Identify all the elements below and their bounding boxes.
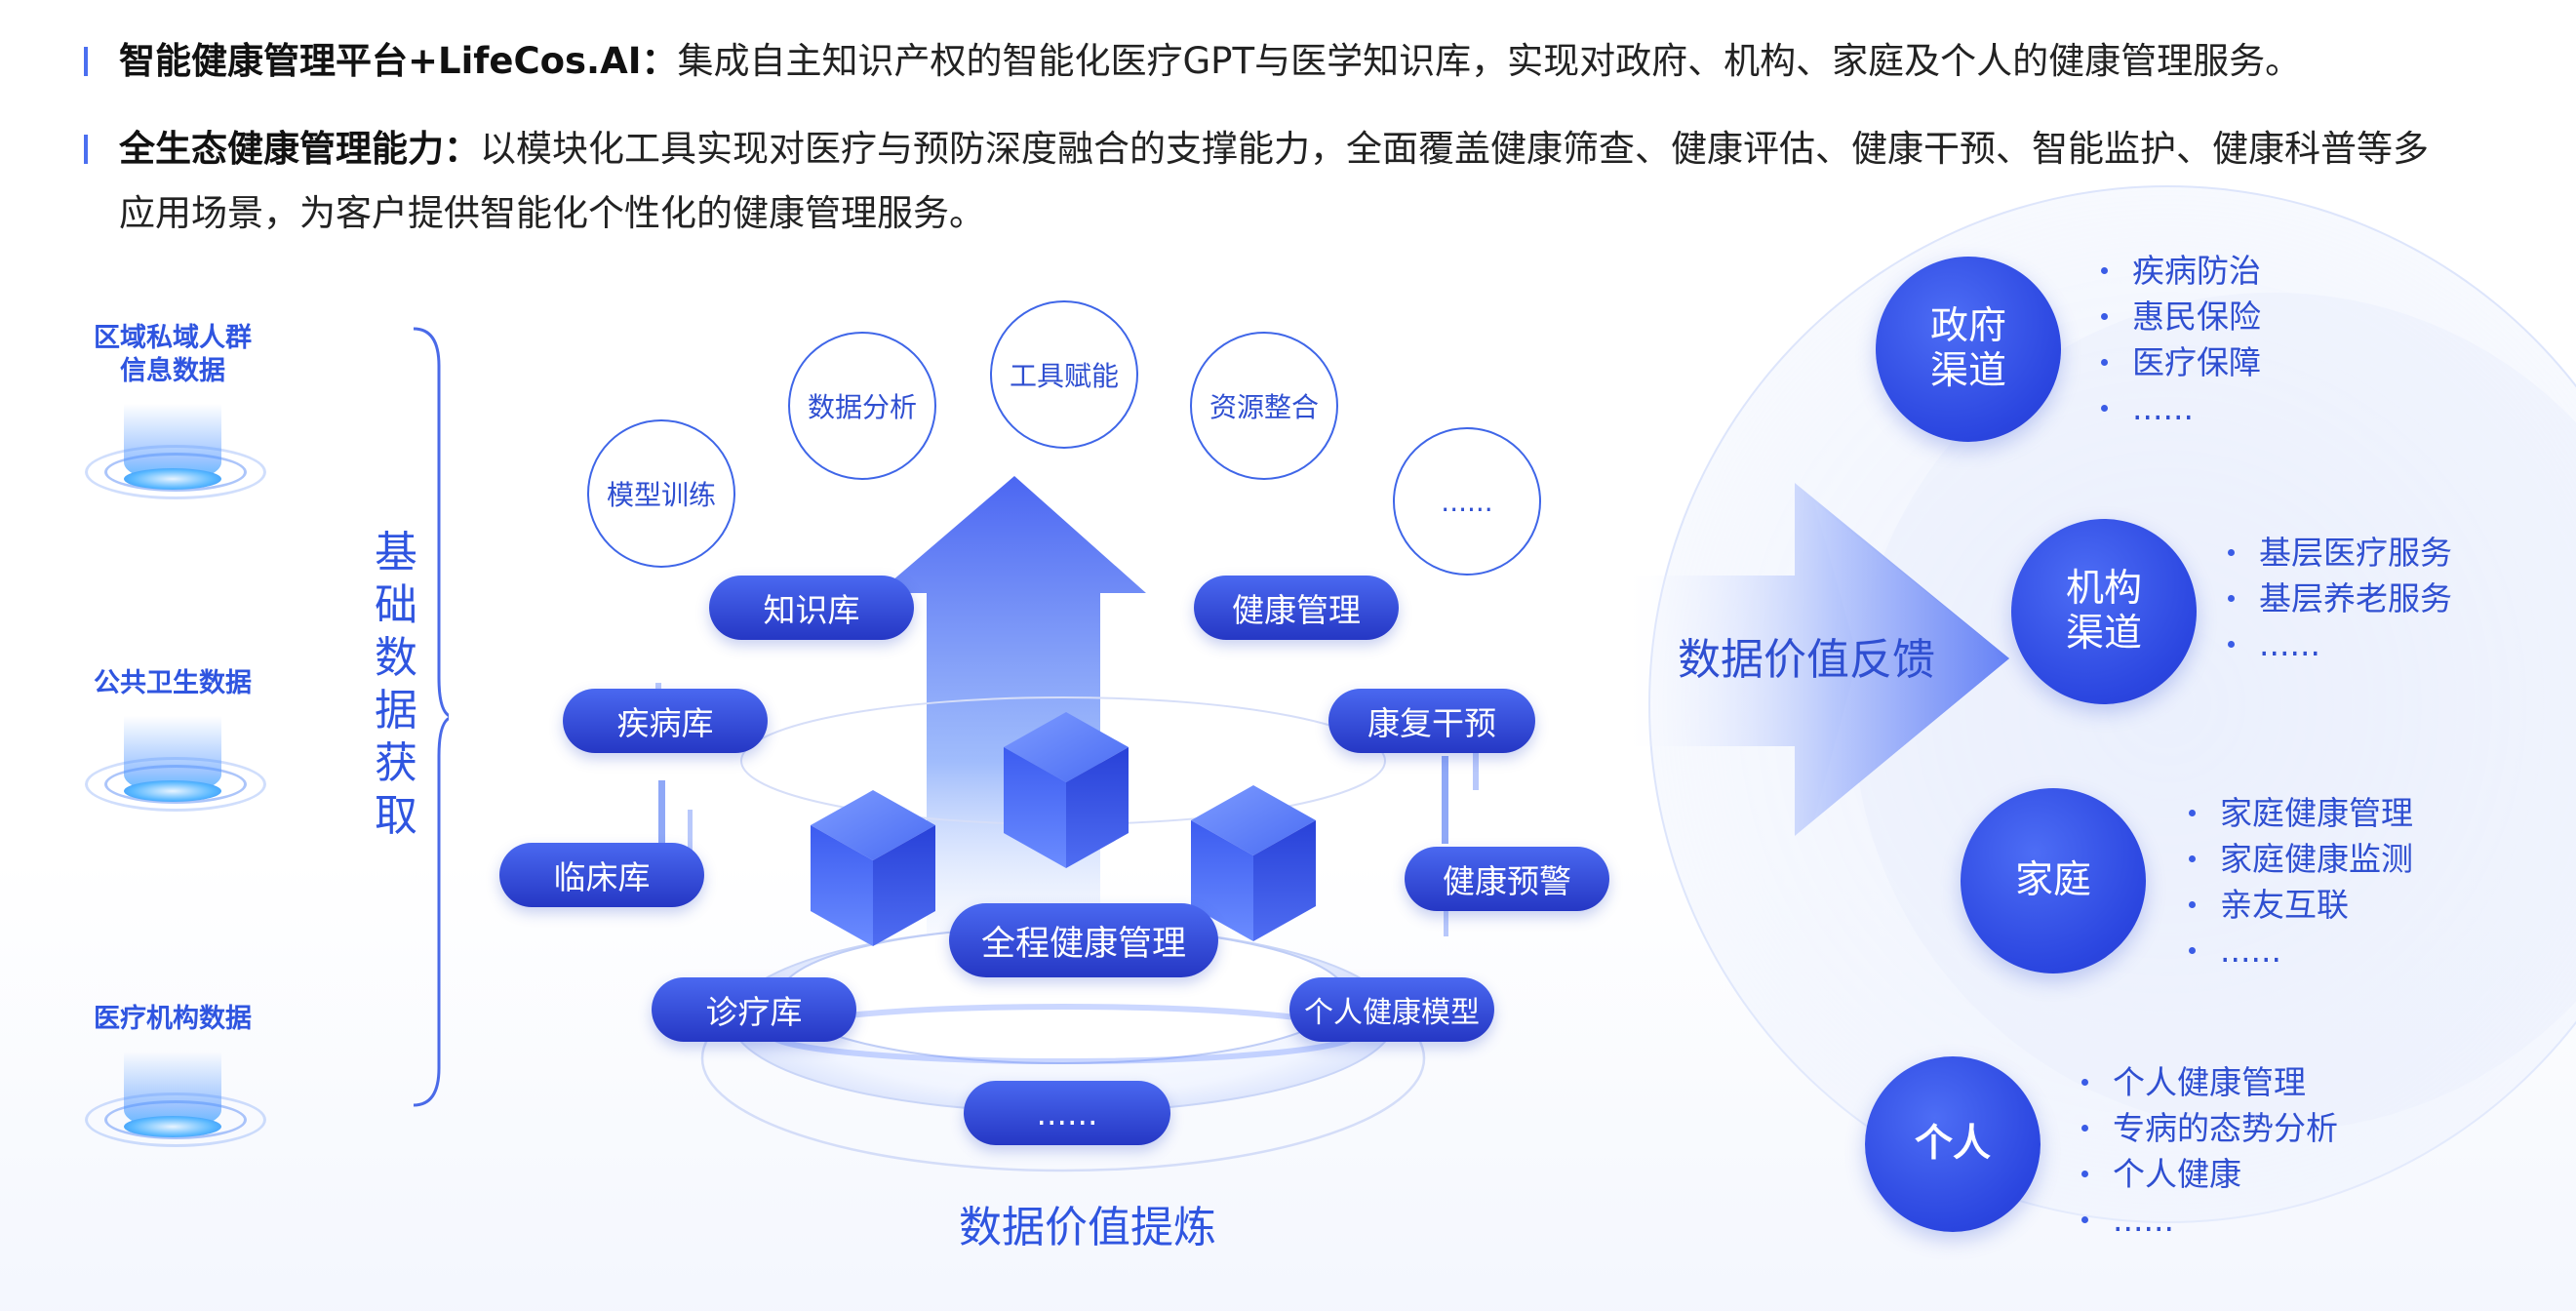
headline-1: 智能健康管理平台+LifeCos.AI：集成自主知识产权的智能化医疗GPT与医学… — [84, 29, 2538, 94]
pill-diagnosis-library: 诊疗库 — [652, 977, 856, 1042]
pedestal-icon — [85, 382, 266, 499]
source-label: 信息数据 — [120, 356, 225, 386]
source-regional-population: 区域私域人群 信息数据 — [60, 322, 285, 499]
channel-name: 政府 — [1929, 304, 2006, 348]
source-label: 公共卫生数据 — [94, 668, 252, 698]
pill-disease-library: 疾病库 — [563, 689, 768, 753]
source-label: 医疗机构数据 — [94, 1004, 252, 1034]
list-item: 惠民保险 — [2095, 294, 2261, 339]
list-item: 基层养老服务 — [2222, 576, 2452, 621]
channel-individual-list: 个人健康管理 专病的态势分析 个人健康 ...... — [2076, 1059, 2338, 1243]
list-item: ...... — [2095, 385, 2261, 431]
curly-brace — [413, 327, 449, 1107]
list-item: 家庭健康监测 — [2183, 836, 2413, 882]
headline-2: 全生态健康管理能力：以模块化工具实现对医疗与预防深度融合的支撑能力，全面覆盖健康… — [84, 117, 2538, 246]
list-item: 家庭健康管理 — [2183, 790, 2413, 836]
channel-government-list: 疾病防治 惠民保险 医疗保障 ...... — [2095, 248, 2261, 431]
platform-caption: 数据价值提炼 — [959, 1203, 1216, 1252]
list-item: ...... — [2076, 1197, 2338, 1243]
pedestal-icon — [85, 695, 266, 812]
channel-individual: 个人 — [1865, 1056, 2041, 1232]
feedback-arrow — [1619, 483, 2009, 836]
channel-name: 机构 — [2065, 567, 2142, 611]
list-item: 医疗保障 — [2095, 339, 2261, 385]
pill-rehab-intervention: 康复干预 — [1328, 689, 1535, 753]
capability-circle-resource-integration: 资源整合 — [1190, 332, 1338, 480]
headline-2-cont: 应用场景，为客户提供智能化个性化的健康管理服务。 — [119, 192, 985, 234]
source-medical-institution: 医疗机构数据 — [60, 1003, 285, 1147]
list-item: 亲友互联 — [2183, 882, 2413, 928]
pill-full-cycle-health: 全程健康管理 — [949, 903, 1218, 977]
list-item: ...... — [2222, 621, 2452, 667]
list-item: ...... — [2183, 928, 2413, 973]
channel-name: 家庭 — [2014, 858, 2091, 902]
list-item: 基层医疗服务 — [2222, 530, 2452, 576]
list-item: 个人健康 — [2076, 1151, 2338, 1197]
pill-clinical-library: 临床库 — [499, 843, 704, 907]
capability-circle-more: ...... — [1393, 427, 1541, 576]
pill-more: ...... — [964, 1081, 1170, 1145]
capability-circle-model-training: 模型训练 — [587, 419, 735, 568]
pill-health-warning: 健康预警 — [1405, 847, 1609, 911]
feedback-label: 数据价值反馈 — [1678, 635, 1935, 685]
headline-bar — [84, 135, 88, 164]
capability-circle-tool-empower: 工具赋能 — [990, 300, 1138, 449]
pill-health-management: 健康管理 — [1194, 576, 1399, 640]
channel-name: 渠道 — [2065, 612, 2142, 656]
headline-2-text: 以模块化工具实现对医疗与预防深度融合的支撑能力，全面覆盖健康筛查、健康评估、健康… — [480, 128, 2429, 170]
capability-circle-data-analysis: 数据分析 — [788, 332, 936, 480]
channel-family-list: 家庭健康管理 家庭健康监测 亲友互联 ...... — [2183, 790, 2413, 973]
vertical-label: 基础数据获取 — [375, 528, 417, 841]
headline-bar — [84, 47, 88, 76]
list-item: 专病的态势分析 — [2076, 1105, 2338, 1151]
pill-knowledge-base: 知识库 — [709, 576, 914, 640]
headline-2-lead: 全生态健康管理能力： — [119, 128, 480, 170]
channel-name: 渠道 — [1929, 349, 2006, 393]
channel-institution-list: 基层医疗服务 基层养老服务 ...... — [2222, 530, 2452, 667]
list-item: 疾病防治 — [2095, 248, 2261, 294]
channel-family: 家庭 — [1961, 788, 2146, 973]
source-label: 区域私域人群 — [94, 323, 252, 353]
pedestal-icon — [85, 1030, 266, 1147]
channel-name: 个人 — [1914, 1122, 1991, 1166]
list-item: 个人健康管理 — [2076, 1059, 2338, 1105]
pill-personal-health-model: 个人健康模型 — [1289, 977, 1494, 1042]
channel-government: 政府渠道 — [1876, 257, 2061, 442]
headline-1-text: 集成自主知识产权的智能化医疗GPT与医学知识库，实现对政府、机构、家庭及个人的健… — [677, 40, 2302, 82]
headline-1-lead: 智能健康管理平台+LifeCos.AI： — [119, 40, 678, 82]
channel-institution: 机构渠道 — [2011, 519, 2197, 704]
source-public-health: 公共卫生数据 — [60, 667, 285, 812]
